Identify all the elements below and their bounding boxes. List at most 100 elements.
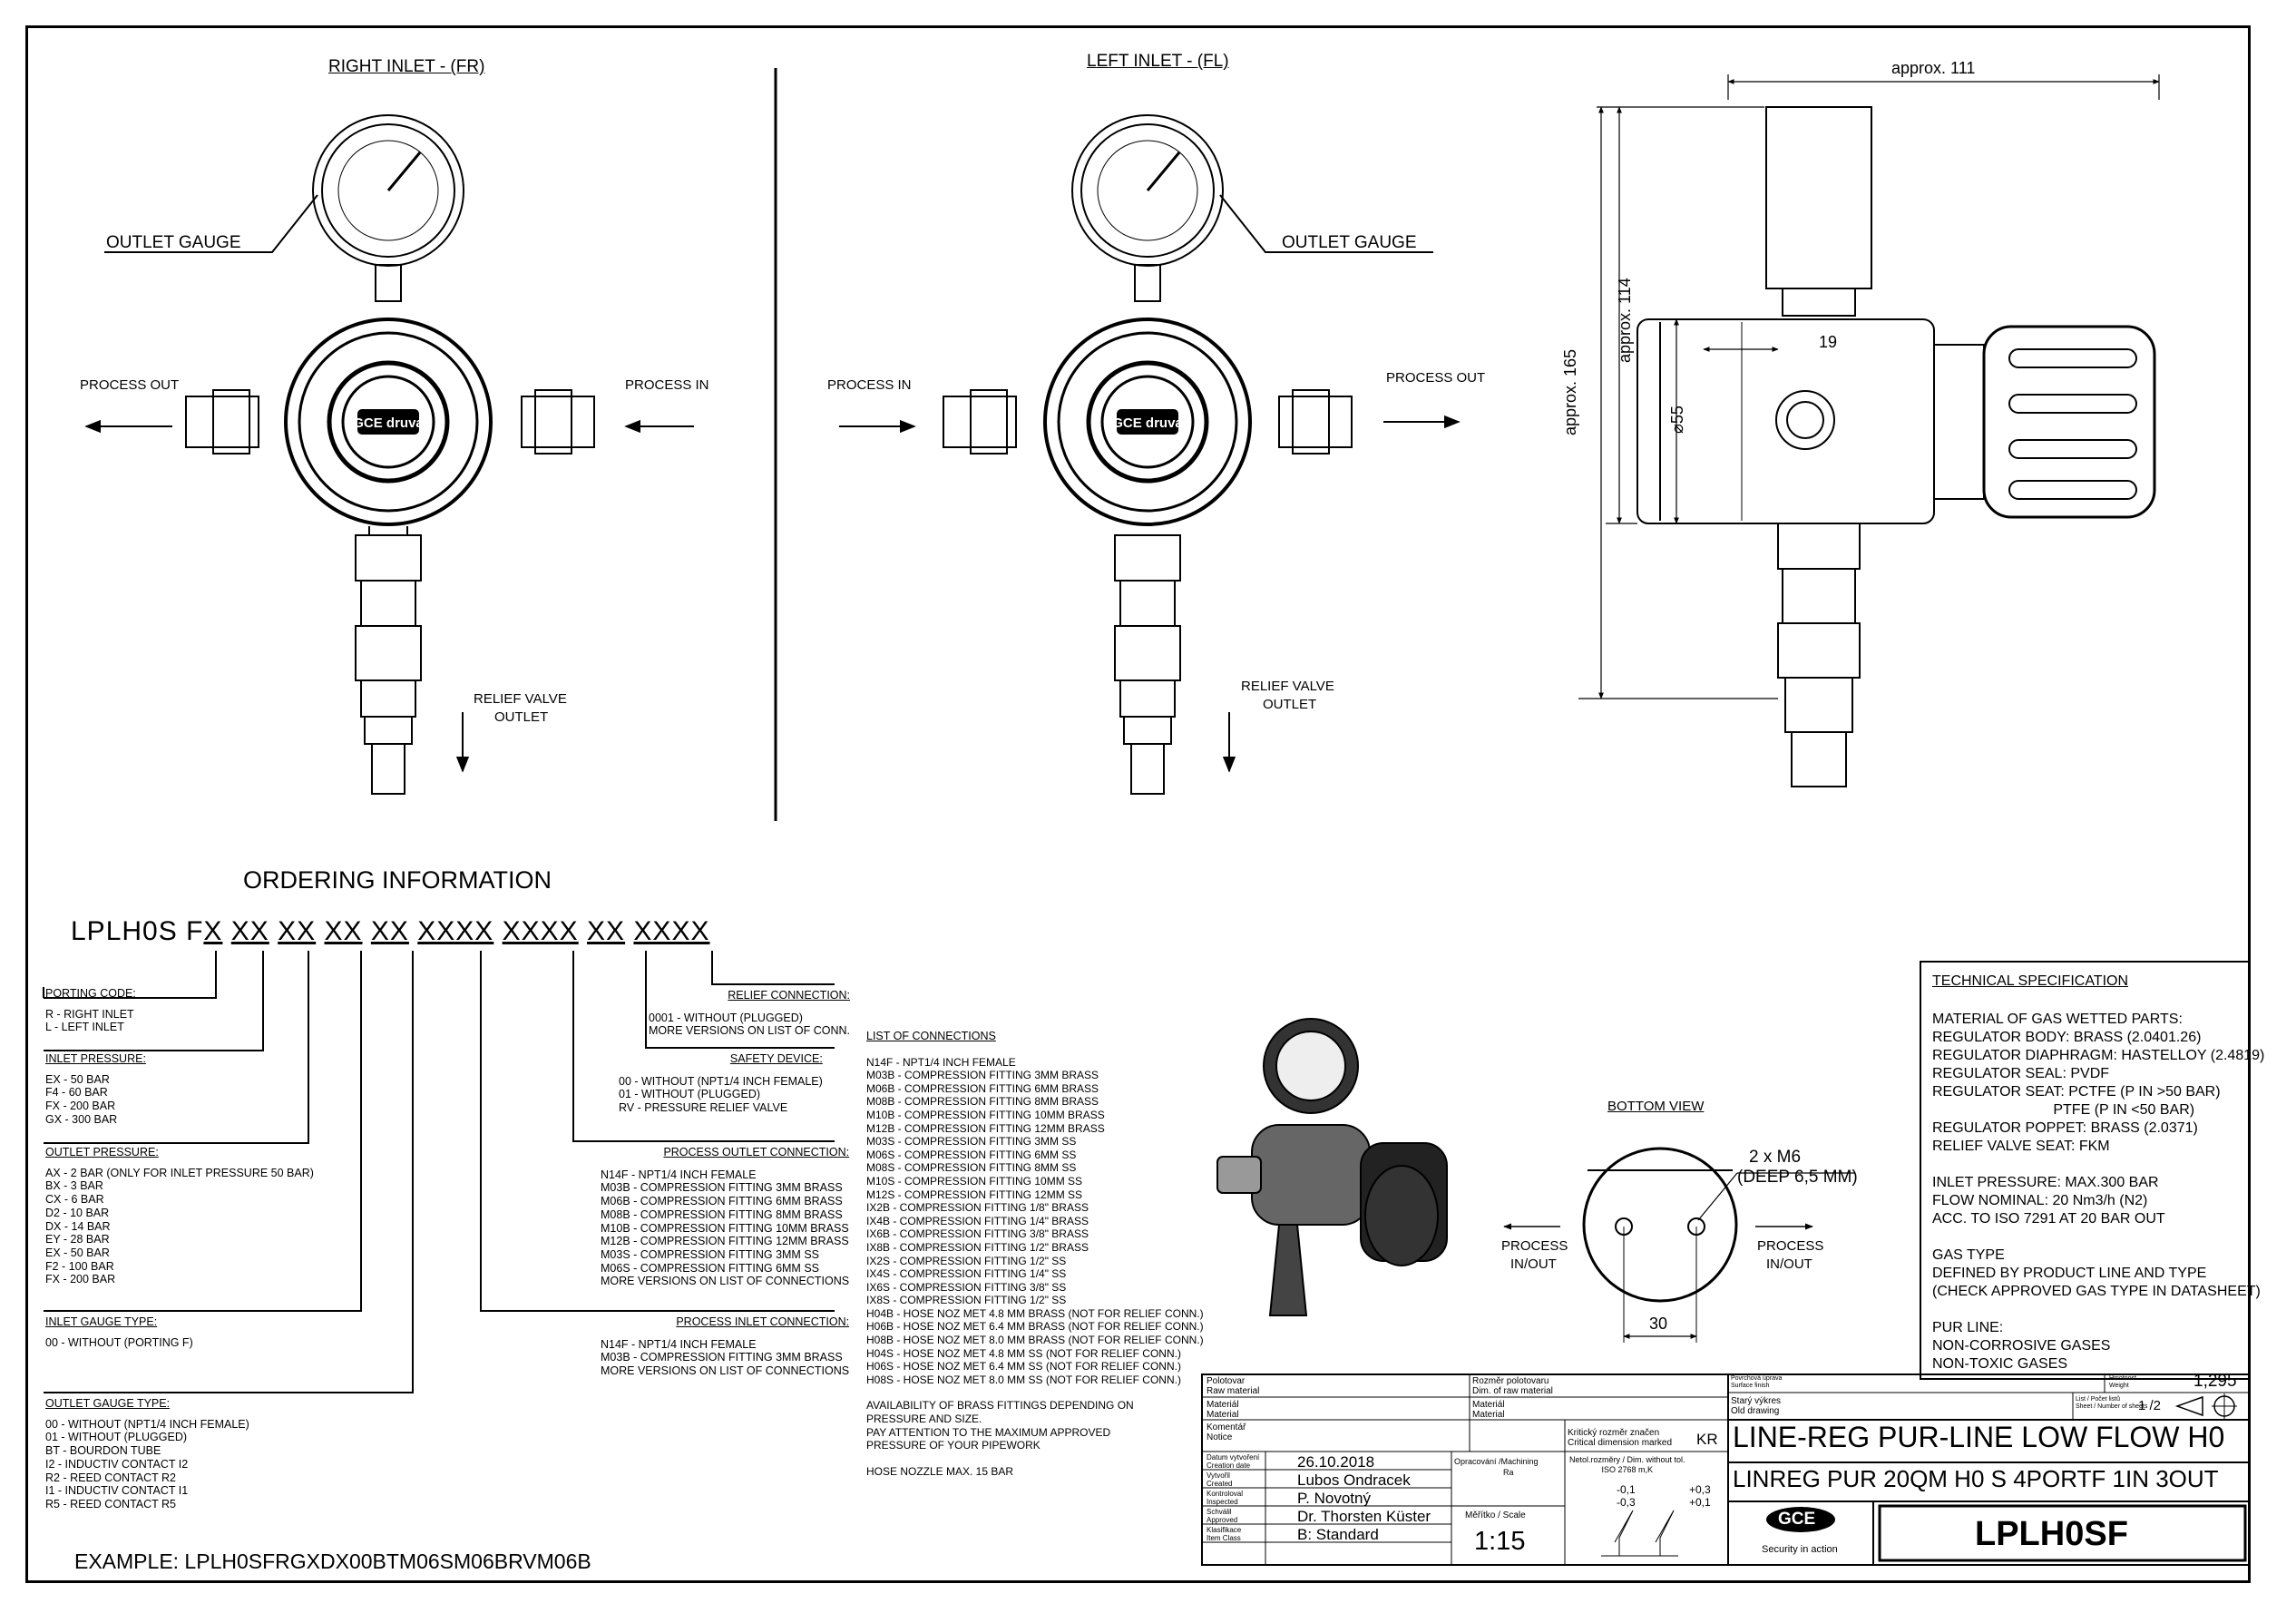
tb-drawing-number: LPLH0SF: [1975, 1515, 2128, 1553]
tb-weight-value: 1,295: [2193, 1372, 2237, 1391]
list-item: AX - 2 BAR (ONLY FOR INLET PRESSURE 50 B…: [45, 1166, 314, 1179]
outlet-gauge-type-title: OUTLET GAUGE TYPE:: [45, 1397, 171, 1410]
dim-approx-114: approx. 114: [1616, 278, 1634, 363]
ordering-seg-2: XX: [230, 916, 269, 946]
tb-logo: GCE: [1778, 1510, 1816, 1529]
list-item: R2 - REED CONTACT R2: [45, 1471, 177, 1484]
tb-sheet-label: List / Počet listů Sheet / Number of she…: [2076, 1396, 2148, 1410]
connections-title: LIST OF CONNECTIONS: [866, 1030, 996, 1042]
relief-valve-label-left: RELIEF VALVE: [1241, 679, 1334, 694]
bottom-view-title: BOTTOM VIEW: [1607, 1099, 1705, 1114]
ordering-seg-3: XX: [278, 916, 317, 946]
inlet-pressure-list: INLET PRESSURE: EX - 50 BAR F4 - 60 BAR …: [45, 1052, 146, 1127]
list-item: 00 - WITHOUT (NPT1/4 INCH FEMALE): [619, 1074, 823, 1088]
inlet-pressure-title: INLET PRESSURE:: [45, 1052, 146, 1065]
process-in-label-right: PROCESS IN: [625, 377, 709, 393]
list-item: I1 - INDUCTIV CONTACT I1: [45, 1484, 189, 1498]
list-item: BX - 3 BAR: [45, 1179, 103, 1193]
list-item: I2 - INDUCTIV CONTACT I2: [45, 1457, 189, 1471]
note-line: AVAILABILITY OF BRASS FITTINGS DEPENDING…: [866, 1399, 1134, 1413]
list-item: M06S - COMPRESSION FITTING 6MM SS: [866, 1148, 1077, 1161]
list-item: M06S - COMPRESSION FITTING 6MM SS: [601, 1261, 819, 1275]
spec-line: ACC. TO ISO 7291 AT 20 BAR OUT: [1932, 1211, 2165, 1227]
relief-connection-list: RELIEF CONNECTION: 0001 - WITHOUT (PLUGG…: [649, 989, 850, 1038]
list-item: BT - BOURDON TUBE: [45, 1444, 161, 1458]
list-item: M03B - COMPRESSION FITTING 3MM BRASS: [601, 1181, 843, 1195]
spec-line: INLET PRESSURE: MAX.300 BAR: [1932, 1175, 2159, 1190]
tb-scale-value: 1:15: [1474, 1527, 1526, 1556]
bottom-view: [1582, 1147, 1855, 1343]
outlet-gauge-label-left: OUTLET GAUGE: [1282, 233, 1417, 252]
list-item: RV - PRESSURE RELIEF VALVE: [619, 1101, 788, 1115]
tb-scale-label: Měřítko / Scale: [1465, 1510, 1526, 1520]
tb-checked-value: P. Novotný: [1297, 1490, 1371, 1507]
tb-material2-label: Materiál Material: [1472, 1400, 1505, 1420]
tb-created-value: 26.10.2018: [1297, 1453, 1375, 1471]
list-item: 00 - WITHOUT (NPT1/4 INCH FEMALE): [45, 1417, 249, 1431]
tb-raw-material-label: Polotovar Raw material: [1207, 1376, 1260, 1396]
tb-sheet-value: 1 /2: [2138, 1398, 2162, 1413]
list-item: M03B - COMPRESSION FITTING 3MM BRASS: [601, 1351, 843, 1364]
relief-connection-title: RELIEF CONNECTION:: [728, 989, 851, 1002]
ordering-code: LPLH0S FX XX XX XX XX XXXX XXXX XX XXXX: [71, 918, 709, 945]
spec-line: PUR LINE:: [1932, 1320, 2004, 1335]
list-item: EX - 50 BAR: [45, 1072, 110, 1086]
tb-name-1: LINE-REG PUR-LINE LOW FLOW H0: [1733, 1421, 2225, 1453]
list-item: N14F - NPT1/4 INCH FEMALE: [866, 1055, 1016, 1069]
list-item: H06S - HOSE NOZ MET 6.4 MM SS (NOT FOR R…: [866, 1360, 1181, 1373]
regulator-right-inlet: GCE druva: [185, 114, 595, 795]
tb-checked-label: Kontroloval Inspected: [1207, 1490, 1244, 1506]
list-item: L - LEFT INLET: [45, 1021, 124, 1034]
tb-item-class-value: B: Standard: [1297, 1526, 1379, 1543]
list-item: CX - 6 BAR: [45, 1193, 104, 1207]
list-item: IX8B - COMPRESSION FITTING 1/2" BRASS: [866, 1240, 1089, 1254]
outlet-gauge-type-list: OUTLET GAUGE TYPE: 00 - WITHOUT (NPT1/4 …: [45, 1397, 249, 1511]
tb-approved-label: Schválil Approved: [1207, 1508, 1238, 1524]
connections-list: LIST OF CONNECTIONS N14F - NPT1/4 INCH F…: [866, 1030, 1204, 1478]
list-item: M08B - COMPRESSION FITTING 8MM BRASS: [601, 1207, 843, 1221]
list-item: IX6B - COMPRESSION FITTING 3/8" BRASS: [866, 1227, 1089, 1241]
ordering-prefix: LPLH0S F: [71, 916, 204, 946]
tb-material-label: Materiál Material: [1207, 1400, 1239, 1420]
process-inlet-title: PROCESS INLET CONNECTION:: [676, 1315, 850, 1328]
list-item: DX - 14 BAR: [45, 1219, 111, 1233]
spec-line: REGULATOR SEAT: PCTFE (P IN >50 BAR): [1932, 1084, 2221, 1100]
list-item: H04S - HOSE NOZ MET 4.8 MM SS (NOT FOR R…: [866, 1346, 1181, 1360]
note-line: HOSE NOZZLE MAX. 15 BAR: [866, 1464, 1014, 1478]
list-item: IX8S - COMPRESSION FITTING 1/2" SS: [866, 1294, 1067, 1307]
tb-item-class-label: Klasifikace Item Class: [1207, 1526, 1242, 1542]
list-item: EX - 50 BAR: [45, 1246, 110, 1259]
ordering-seg-4: XX: [324, 916, 363, 946]
list-item: MORE VERSIONS ON LIST OF CONNECTIONS: [601, 1275, 850, 1288]
list-item: 00 - WITHOUT (PORTING F): [45, 1335, 193, 1349]
list-item: M10B - COMPRESSION FITTING 10MM BRASS: [866, 1108, 1105, 1121]
outlet-pressure-title: OUTLET PRESSURE:: [45, 1146, 159, 1158]
tb-machining-label: Opracování /Machining: [1454, 1457, 1539, 1466]
spec-line: MATERIAL OF GAS WETTED PARTS:: [1932, 1012, 2183, 1027]
dim-deep: (DEEP 6,5 MM): [1737, 1168, 1858, 1187]
list-item: M08S - COMPRESSION FITTING 8MM SS: [866, 1161, 1077, 1175]
process-inout-right-1: PROCESS: [1757, 1238, 1824, 1254]
relief-valve-label-right: RELIEF VALVE: [474, 691, 567, 707]
spec-line: REGULATOR DIAPHRAGM: HASTELLOY (2.4819): [1932, 1048, 2265, 1063]
list-item: H08S - HOSE NOZ MET 8.0 MM SS (NOT FOR R…: [866, 1373, 1181, 1386]
tb-created-label: Datum vytvoření Creation date: [1207, 1453, 1260, 1470]
list-item: H04B - HOSE NOZ MET 4.8 MM BRASS (NOT FO…: [866, 1306, 1204, 1320]
list-item: F2 - 100 BAR: [45, 1259, 114, 1273]
list-item: M03B - COMPRESSION FITTING 3MM BRASS: [866, 1069, 1099, 1082]
list-item: F4 - 60 BAR: [45, 1086, 108, 1100]
ordering-seg-1: X: [203, 916, 223, 946]
spec-line: REGULATOR POPPET: BRASS (2.0371): [1932, 1120, 2198, 1136]
list-item: R - RIGHT INLET: [45, 1007, 134, 1021]
regulator-side-view: [1637, 106, 2156, 787]
process-out-label-left: PROCESS OUT: [1386, 370, 1486, 386]
list-item: M12B - COMPRESSION FITTING 12MM BRASS: [601, 1235, 849, 1248]
list-item: D2 - 10 BAR: [45, 1206, 110, 1219]
list-item: R5 - REED CONTACT R5: [45, 1497, 177, 1510]
list-item: M12S - COMPRESSION FITTING 12MM SS: [866, 1188, 1083, 1201]
tb-dim-raw-label: Rozměr polotovaru Dim. of raw material: [1472, 1376, 1553, 1396]
process-inlet-list: PROCESS INLET CONNECTION: N14F - NPT1/4 …: [601, 1315, 849, 1378]
list-item: FX - 200 BAR: [45, 1100, 116, 1113]
tb-approved-value: Dr. Thorsten Küster: [1297, 1508, 1431, 1525]
